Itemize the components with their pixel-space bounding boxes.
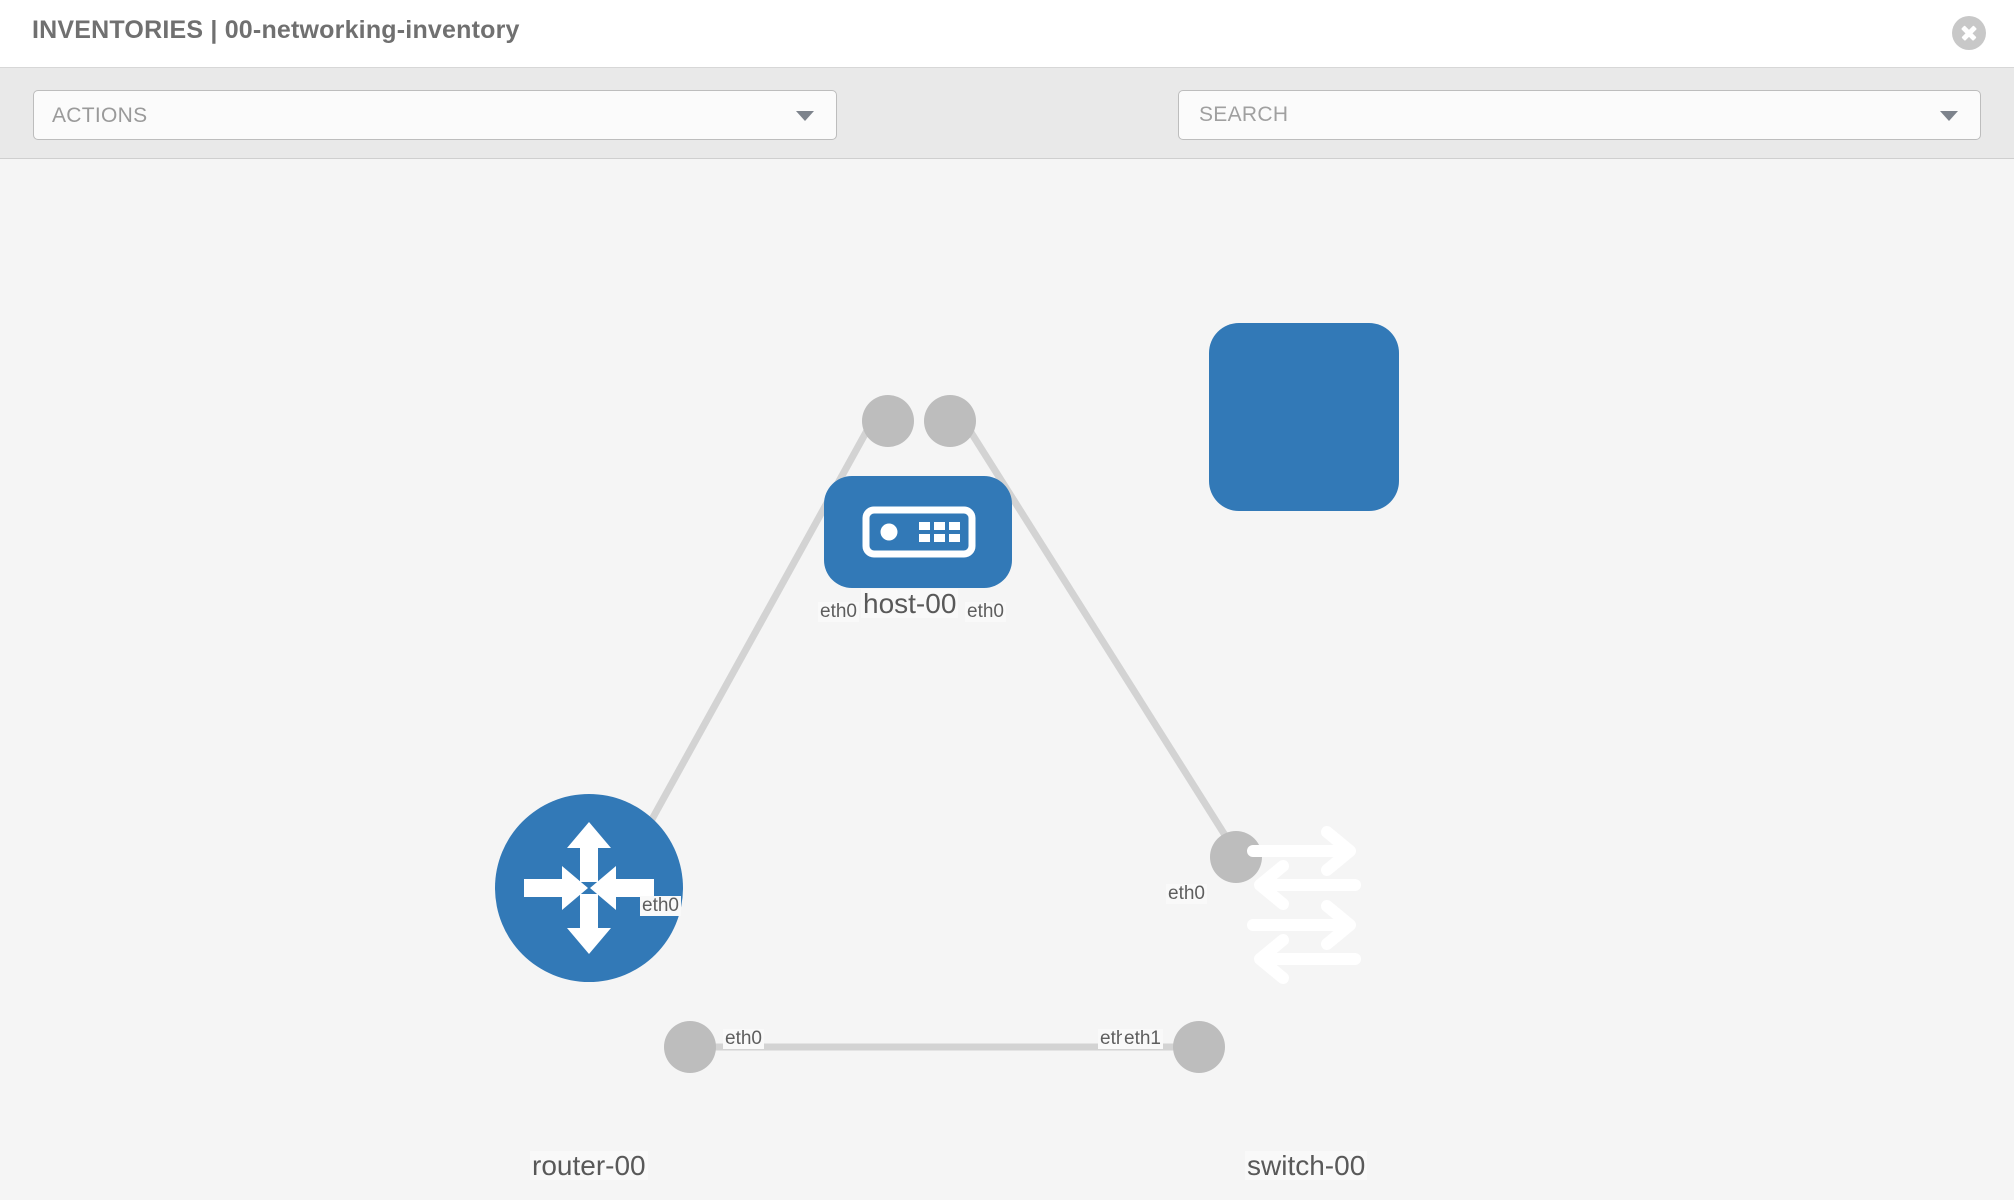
interface-label-switch00-eth1: eth1 (1122, 1028, 1163, 1049)
server-device-icon (862, 506, 976, 558)
interface-label-router00-eth0-right: eth0 (723, 1028, 764, 1049)
interface-dot-switch00-top (1210, 831, 1262, 883)
interface-label-switch00-overlap: eth (1098, 1028, 1129, 1049)
search-input[interactable] (1197, 91, 1927, 139)
interface-dot-switch00-left (1173, 1021, 1225, 1073)
actions-dropdown[interactable]: ACTIONS (33, 90, 837, 140)
actions-dropdown-label: ACTIONS (52, 104, 148, 127)
chevron-down-icon (796, 111, 814, 121)
toolbar: ACTIONS (0, 68, 2014, 197)
node-label-switch-00: switch-00 (1245, 1150, 1368, 1181)
interface-label-router00-eth0-top: eth0 (640, 895, 681, 916)
page-header: INVENTORIES | 00-networking-inventory (0, 0, 2014, 68)
topology-canvas[interactable]: eth0 host-00 eth0 eth0 eth0 eth0 eth eth… (0, 159, 2014, 1200)
interface-label-host00-eth0-right: eth0 (965, 601, 1006, 622)
edge-host00-router00 (626, 405, 884, 861)
node-router-00[interactable] (495, 794, 683, 982)
router-arrows-icon (524, 822, 654, 954)
search-box[interactable] (1178, 90, 1981, 140)
node-label-host-00: host-00 (861, 588, 959, 619)
chevron-down-icon[interactable] (1940, 111, 1958, 121)
node-switch-00[interactable] (1209, 323, 1399, 984)
interface-dot-host00-left (862, 395, 914, 447)
interface-dot-host00-right (924, 395, 976, 447)
close-icon[interactable] (1952, 16, 1986, 50)
page-title: INVENTORIES | 00-networking-inventory (32, 16, 520, 44)
interface-label-host00-eth0-left: eth0 (818, 601, 859, 622)
topology-graph (495, 323, 1399, 1073)
node-host-00[interactable] (824, 476, 1012, 588)
edge-host00-switch00 (952, 405, 1243, 861)
interface-dot-router00-right (664, 1021, 716, 1073)
node-label-router-00: router-00 (530, 1150, 648, 1181)
interface-label-switch00-eth0-top: eth0 (1166, 883, 1207, 904)
switch-arrows-icon (1247, 826, 1361, 984)
